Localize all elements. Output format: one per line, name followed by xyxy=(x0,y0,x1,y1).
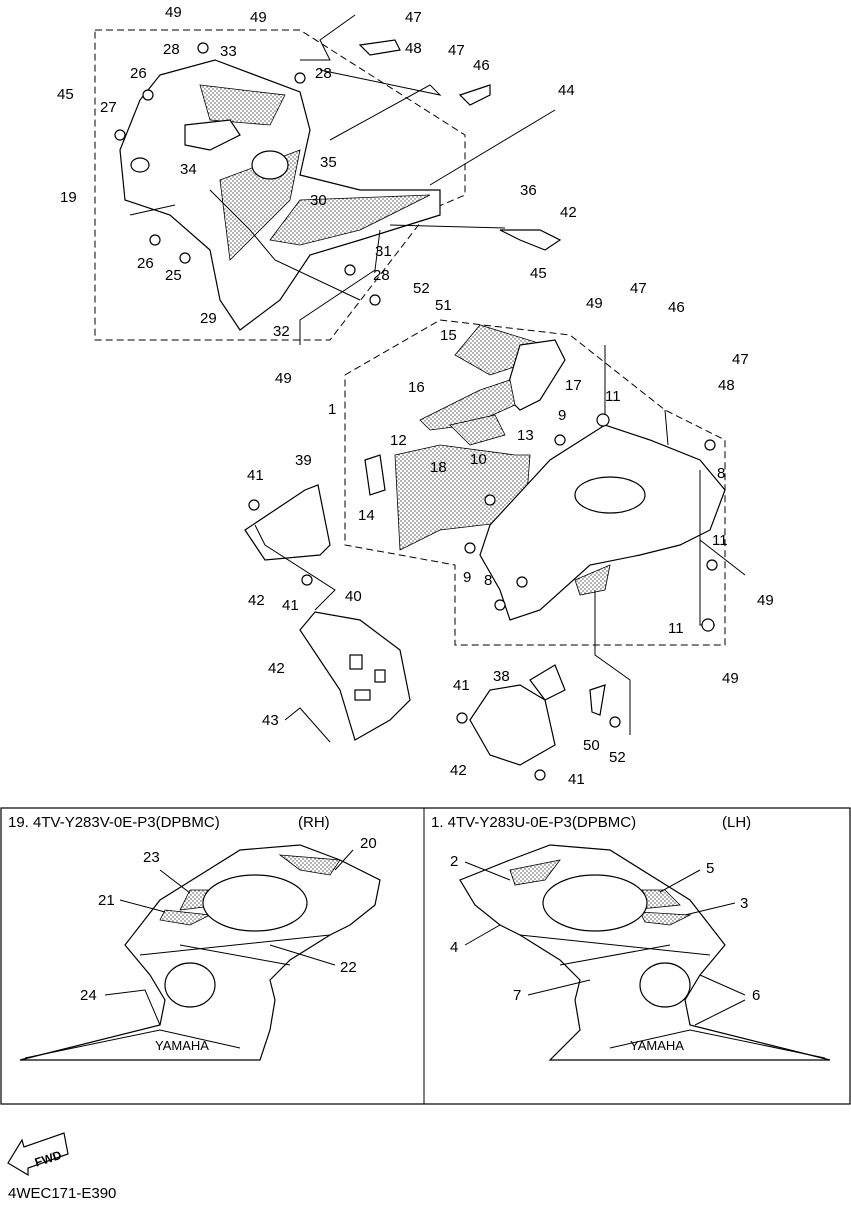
rh-decal-yamaha: YAMAHA xyxy=(155,1038,209,1053)
lh-callout-4: 4 xyxy=(450,939,458,956)
callout-48a: 48 xyxy=(405,40,422,57)
callout-32: 32 xyxy=(273,323,290,340)
callout-11a: 11 xyxy=(605,388,621,405)
lh-callout-7: 7 xyxy=(513,987,521,1004)
callout-45a: 45 xyxy=(57,86,74,103)
lh-callout-6: 6 xyxy=(752,987,760,1004)
rh-callout-20: 20 xyxy=(360,835,377,852)
callout-46b: 46 xyxy=(668,299,685,316)
callout-17: 17 xyxy=(565,377,582,394)
callout-26a: 26 xyxy=(130,65,147,82)
lh-callout-2: 2 xyxy=(450,853,458,870)
callout-52b: 52 xyxy=(609,749,626,766)
callout-28c: 28 xyxy=(373,267,390,284)
inner-panel-group xyxy=(244,484,606,766)
rh-callout-24: 24 xyxy=(80,987,97,1004)
callout-39: 40 xyxy=(345,588,362,605)
callout-18: 18 xyxy=(430,459,447,476)
callout-41d: 41 xyxy=(568,771,585,788)
callout-25: 25 xyxy=(165,267,182,284)
lh-callout-5: 5 xyxy=(706,860,714,877)
callout-10: 10 xyxy=(470,451,487,468)
callout-51: 51 xyxy=(435,297,452,314)
callout-9b: 9 xyxy=(463,569,471,586)
callout-45b: 45 xyxy=(530,265,547,282)
callout-30: 30 xyxy=(310,192,327,209)
rh-callout-22: 22 xyxy=(340,959,357,976)
callout-46a: 46 xyxy=(473,57,490,74)
fwd-arrow-icon: FWD xyxy=(7,1132,69,1177)
callout-47d: 47 xyxy=(732,351,749,368)
rh-panel-title: 19. 4TV-Y283V-0E-P3(DPBMC) xyxy=(8,814,220,831)
callout-38: 39 xyxy=(295,452,312,469)
callout-8a: 8 xyxy=(717,465,725,482)
callout-28a: 28 xyxy=(163,41,180,58)
callout-41a: 41 xyxy=(247,467,264,484)
rh-callout-21: 21 xyxy=(98,892,115,909)
callout-16: 16 xyxy=(408,379,425,396)
callout-27: 27 xyxy=(100,99,117,116)
callout-36: 38 xyxy=(493,668,510,685)
callout-47c: 47 xyxy=(630,280,647,297)
lh-panel-side: (LH) xyxy=(722,814,751,831)
lh-lower-cowling-group xyxy=(344,319,746,735)
callout-31: 31 xyxy=(375,243,392,260)
callout-41b: 41 xyxy=(282,597,299,614)
callout-13: 13 xyxy=(517,427,534,444)
callout-42a: 42 xyxy=(248,592,265,609)
callout-49e: 49 xyxy=(757,592,774,609)
callout-14: 14 xyxy=(358,507,375,524)
callout-47a: 47 xyxy=(405,9,422,26)
callout-43: 43 xyxy=(262,712,279,729)
callout-35: 35 xyxy=(320,154,337,171)
callout-44: 44 xyxy=(558,82,575,99)
callout-40: 42 xyxy=(560,204,577,221)
callout-41c: 41 xyxy=(453,677,470,694)
callout-19: 19 xyxy=(60,189,77,206)
callout-11b: 11 xyxy=(712,532,728,549)
callout-37: 36 xyxy=(520,182,537,199)
callout-11c: 11 xyxy=(668,620,684,637)
drawing-code: 4WEC171-E390 xyxy=(8,1185,116,1202)
callout-26b: 26 xyxy=(137,255,154,272)
callout-49d: 49 xyxy=(275,370,292,387)
callout-49a: 49 xyxy=(165,4,182,21)
callout-12: 12 xyxy=(390,432,407,449)
callout-9a: 9 xyxy=(558,407,566,424)
lh-callout-3: 3 xyxy=(740,895,748,912)
lh-decal-yamaha: YAMAHA xyxy=(630,1038,684,1053)
callout-33: 33 xyxy=(220,43,237,60)
rh-callout-23: 23 xyxy=(143,849,160,866)
callout-50: 50 xyxy=(583,737,600,754)
callout-29: 29 xyxy=(200,310,217,327)
callout-49b: 49 xyxy=(250,9,267,26)
callout-42b: 42 xyxy=(268,660,285,677)
callout-28b: 28 xyxy=(315,65,332,82)
callout-1: 1 xyxy=(328,401,336,418)
callout-49c: 49 xyxy=(586,295,603,312)
callout-labels: 49 49 47 48 28 33 28 47 46 26 45 44 27 3… xyxy=(57,4,774,788)
callout-42c: 42 xyxy=(450,762,467,779)
callout-48b: 48 xyxy=(718,377,735,394)
callout-47b: 47 xyxy=(448,42,465,59)
decal-panels: 19. 4TV-Y283V-0E-P3(DPBMC) (RH) YAMAHA 2… xyxy=(0,807,851,1105)
callout-49f: 49 xyxy=(722,670,739,687)
callout-34: 34 xyxy=(180,161,197,178)
rh-panel-side: (RH) xyxy=(298,814,330,831)
callout-15: 15 xyxy=(440,327,457,344)
callout-52a: 52 xyxy=(413,280,430,297)
lh-panel-title: 1. 4TV-Y283U-0E-P3(DPBMC) xyxy=(431,814,636,831)
fasteners xyxy=(114,42,718,781)
callout-8b: 8 xyxy=(484,572,492,589)
rh-upper-cowling-group xyxy=(94,14,562,345)
